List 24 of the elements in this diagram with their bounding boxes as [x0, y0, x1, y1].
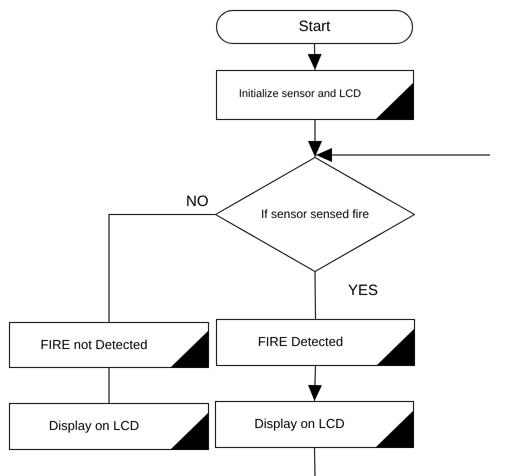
- connector-line: [108, 368, 110, 404]
- process-box: [216, 319, 415, 366]
- node-text: FIRE not Detected: [40, 336, 148, 354]
- arrow: [308, 120, 322, 158]
- decision-diamond: [215, 157, 415, 272]
- connector-line: [314, 448, 316, 476]
- arrow: [308, 366, 322, 402]
- connector-line: [314, 272, 316, 320]
- node-text: Initialize sensor and LCD: [238, 88, 362, 102]
- connector-line: [108, 214, 216, 322]
- process-box: [9, 403, 209, 450]
- node-text: FIRE Detected: [258, 334, 344, 351]
- edge-label: YES: [348, 283, 378, 298]
- node-text: Display on LCD: [254, 416, 345, 433]
- terminator-shape: [216, 10, 413, 44]
- node-text: Start: [298, 18, 330, 36]
- process-box: [216, 70, 414, 120]
- process-box: [9, 322, 209, 368]
- edge-label: NO: [186, 194, 208, 209]
- node-text: Display on LCD: [48, 418, 140, 435]
- process-box: [215, 401, 414, 448]
- arrow: [316, 148, 490, 162]
- arrow: [308, 44, 322, 70]
- node-text: If sensor sensed fire: [260, 207, 370, 222]
